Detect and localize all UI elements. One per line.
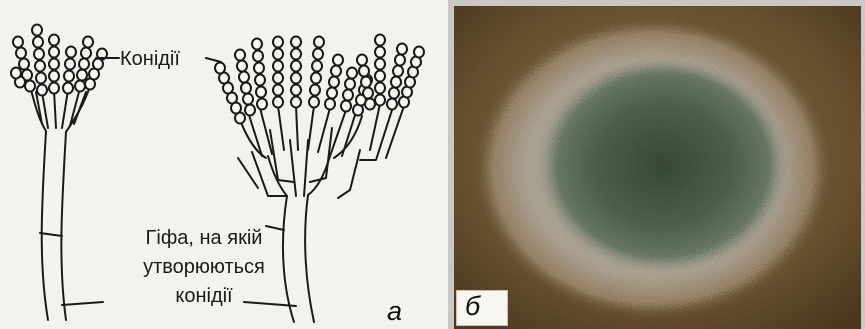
conidium [291,49,301,60]
conidium [391,77,401,88]
conidium [252,39,262,50]
conidium [237,61,247,72]
conidium [49,35,59,46]
conidium [313,49,323,60]
conidium [273,73,283,84]
conidium [273,85,283,96]
conidium [331,66,341,77]
conidium [253,51,263,62]
photo-panel-b: б [448,0,865,329]
conidium [49,59,59,70]
conidium [311,73,321,84]
left-conidiophore [30,86,90,320]
conidium [397,44,407,55]
conidium [32,25,42,36]
conidium [291,37,301,48]
conidium [65,59,75,70]
conidium [357,55,367,66]
conidium [375,47,385,58]
conidium [255,75,265,86]
conidium [75,81,85,92]
conidium [375,71,385,82]
conidium [314,37,324,48]
conidium [35,61,45,72]
conidia-pointer-line-right [206,58,221,62]
conidium [273,61,283,72]
conidium [257,99,267,110]
conidium [325,99,335,110]
hypha-label-line-2: утворюються [104,256,304,285]
mold-colony-photo [448,0,865,329]
left-conidia-chains [11,25,107,96]
conidium [83,37,93,48]
conidium [273,49,283,60]
right-conidia-chains [215,35,424,124]
hypha-pointer-line-left [62,302,103,305]
conidium [215,63,225,74]
conidium [19,59,29,70]
conidium [11,68,21,79]
conidium [375,59,385,70]
conidium [34,49,44,60]
conidium [256,87,266,98]
conidium [79,59,89,70]
conidium [345,79,355,90]
panel-letter-b: б [465,293,480,320]
conidium [414,47,424,58]
conidium [33,37,43,48]
conidium [13,37,23,48]
conidium [361,77,371,88]
conidium [81,48,91,59]
conidium [243,94,253,105]
conidium [375,83,385,94]
conidium [77,70,87,81]
conidium [389,88,399,99]
conidium [310,85,320,96]
conidium [254,63,264,74]
conidium [333,55,343,66]
conidium [329,77,339,88]
conidium [395,55,405,66]
panel-letter-b-box [456,290,508,326]
conidium [291,85,301,96]
conidium [359,66,369,77]
conidium [66,47,76,58]
conidium [25,81,35,92]
conidium [241,83,251,94]
conidium [309,97,319,108]
diagram-panel-a: Конідії Гіфа, на якій утворюються коніді… [0,0,445,329]
conidium [245,105,255,116]
hypha-label-line-1: Гіфа, на якій [104,227,304,256]
conidium [239,72,249,83]
conidium [375,95,385,106]
conidium [327,88,337,99]
panel-letter-a: а [387,298,402,325]
conidium [36,73,46,84]
conidium [347,68,357,79]
conidium [375,35,385,46]
conidium [64,71,74,82]
conidium [291,73,301,84]
conidium [387,99,397,110]
conidium [393,66,403,77]
conidium [312,61,322,72]
conidium [37,85,47,96]
conidium [341,101,351,112]
conidium [49,83,59,94]
conidium [273,97,283,108]
hypha-label: Гіфа, на якій утворюються конідії [104,227,304,314]
conidium [343,90,353,101]
conidium [16,48,26,59]
conidium [291,61,301,72]
conidium [235,50,245,61]
conidium [291,97,301,108]
conidium [63,83,73,94]
conidium [49,47,59,58]
conidium [273,37,283,48]
conidia-label: Конідії [120,48,180,70]
hypha-label-line-3: конідії [104,285,304,314]
conidium [49,71,59,82]
conidium [363,88,373,99]
conidium [365,99,375,110]
